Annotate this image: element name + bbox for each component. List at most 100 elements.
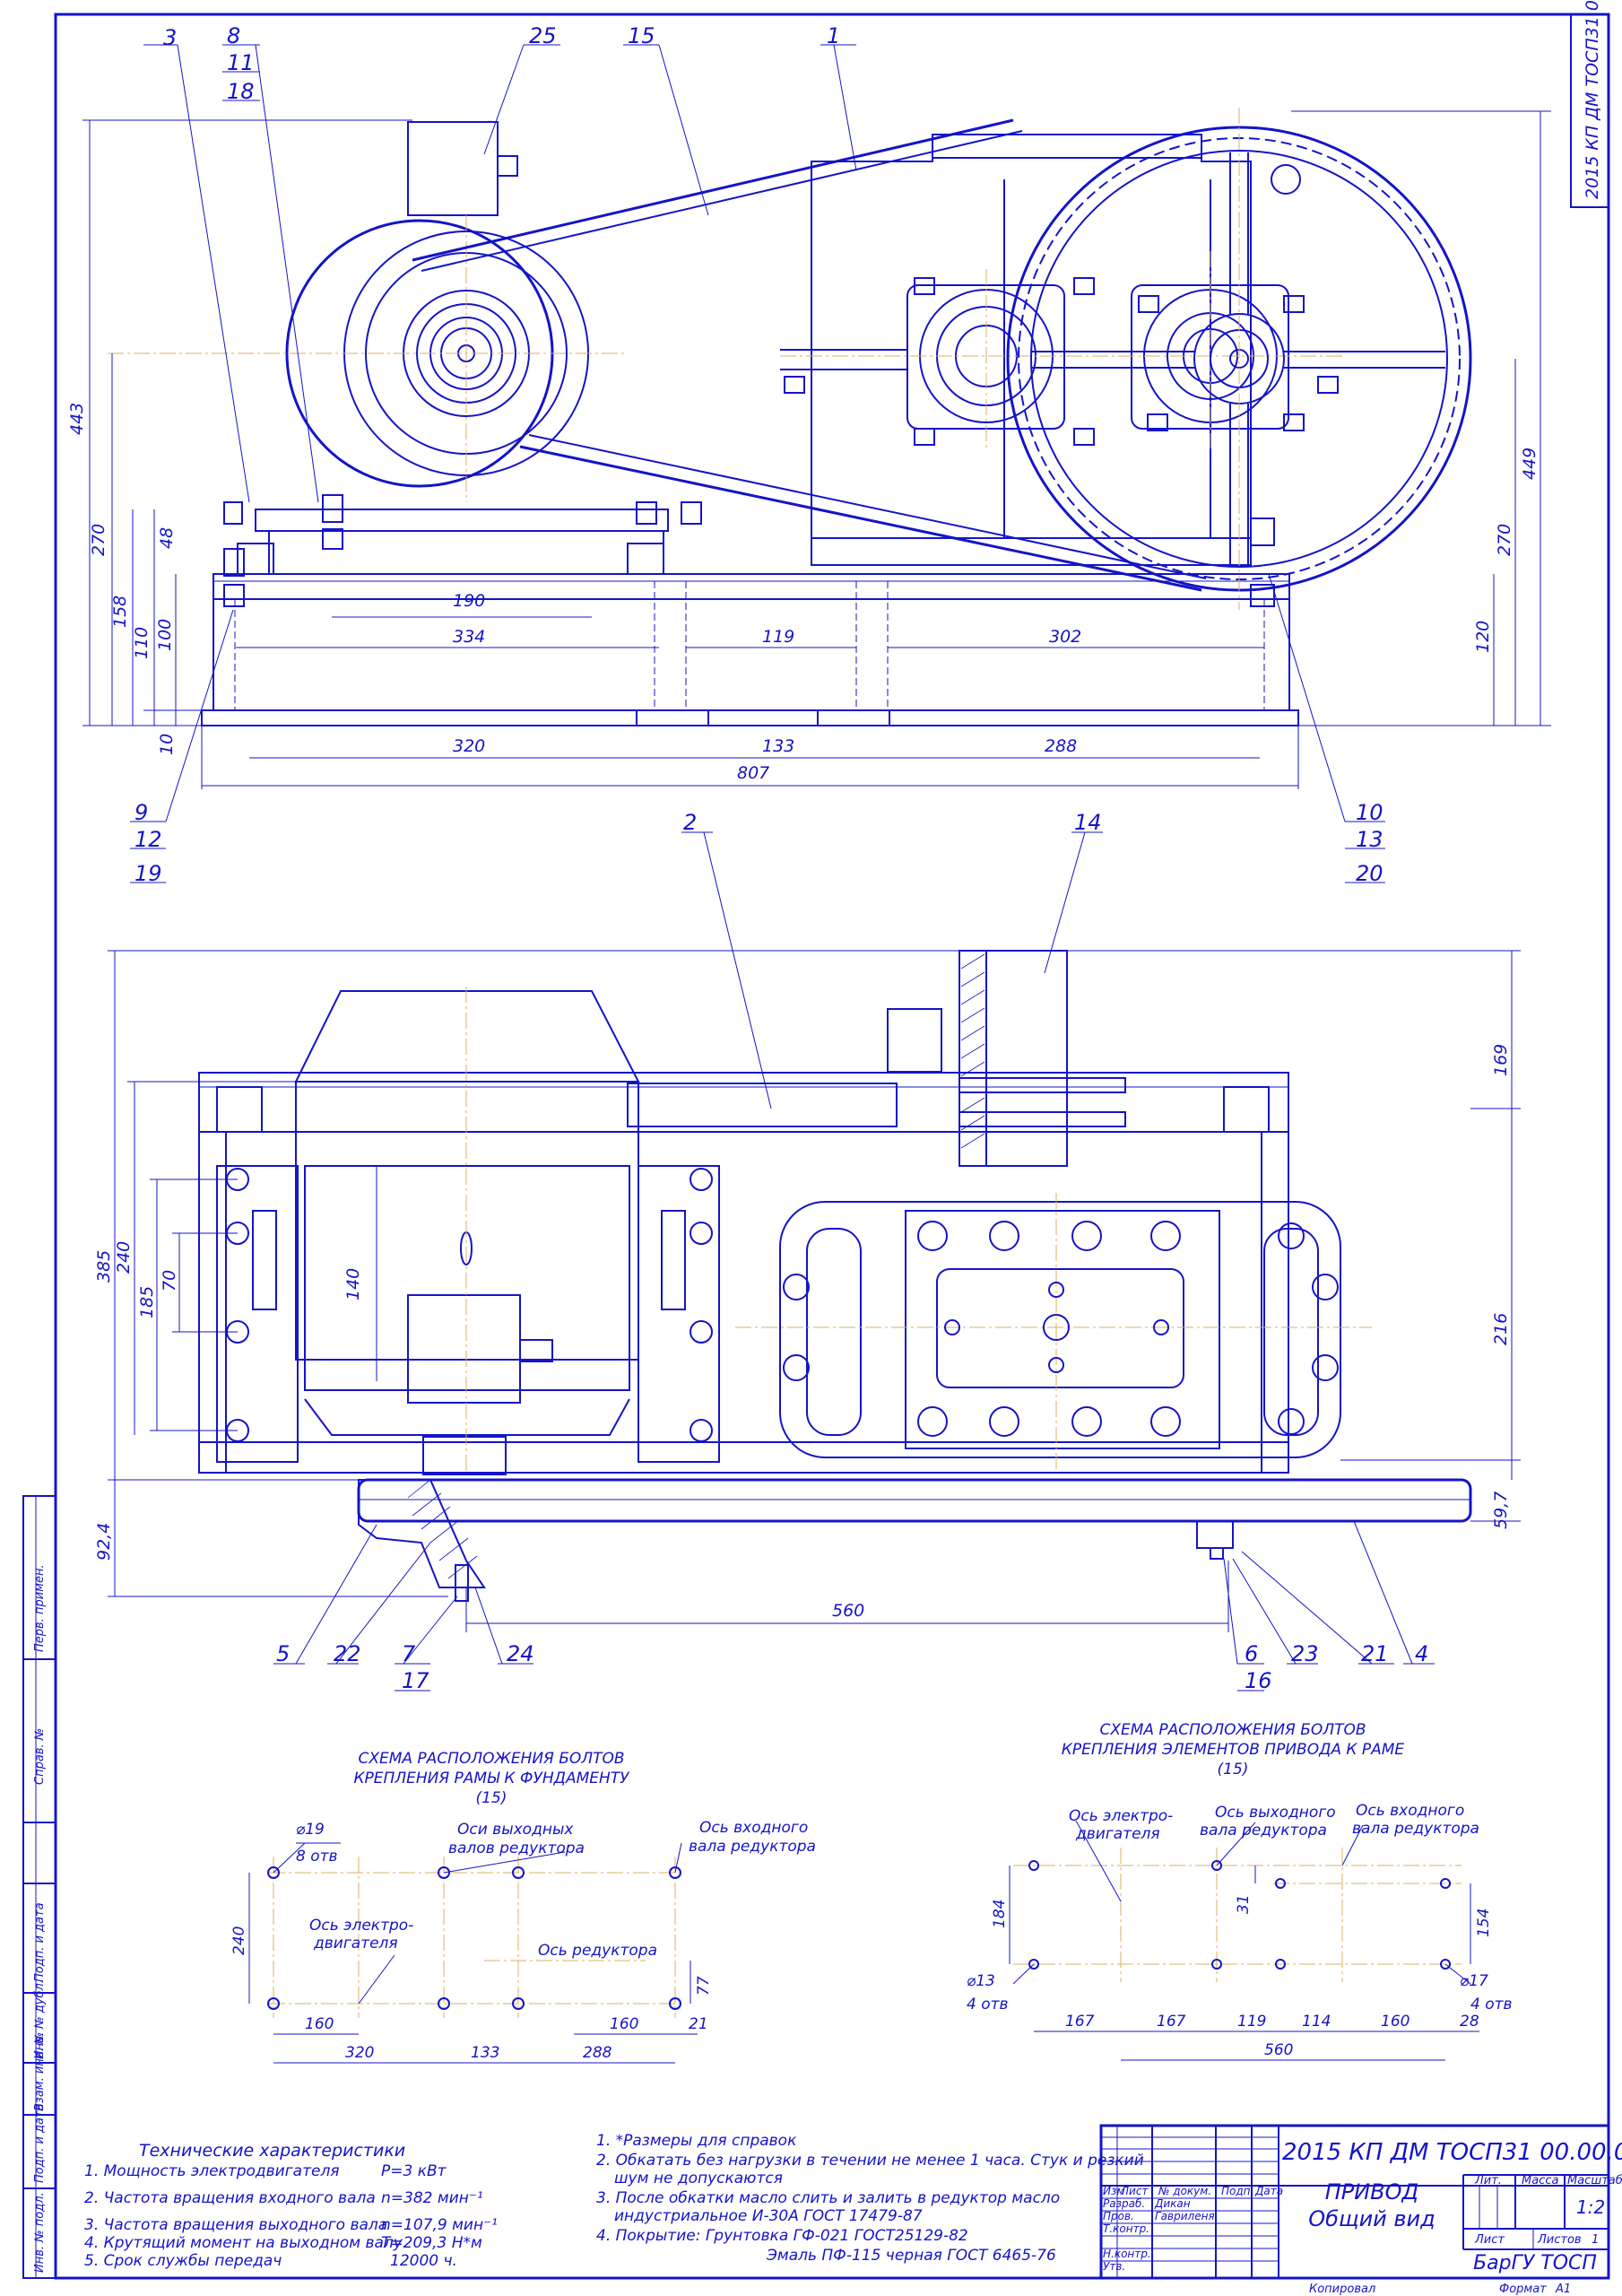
scheme2-d2: 31	[1235, 1894, 1253, 1914]
scheme1-title-2: КРЕПЛЕНИЯ РАМЫ К ФУНДАМЕНТУ	[353, 1770, 630, 1787]
note-7: Эмаль ПФ-115 черная ГОСТ 6465-76	[766, 2247, 1056, 2265]
callout-14: 14	[1074, 810, 1102, 835]
scheme1-l2: 8 отв	[296, 1848, 338, 1866]
scheme2-title-3: (15)	[1218, 1761, 1249, 1779]
callout-25: 25	[529, 23, 557, 48]
scheme1-d1: 240	[230, 1926, 248, 1955]
plan-view: 2 14 5 22 7 17 24 6 16 23 21 4 385 240 1…	[94, 810, 1521, 1693]
callout-21: 21	[1361, 1641, 1389, 1666]
dim-216: 216	[1491, 1313, 1511, 1345]
tech-row-1-value: P=3 кВт	[381, 2162, 447, 2180]
stamp-role-5: Н.контр.	[1103, 2248, 1151, 2260]
strip-1: Перв. примен.	[33, 1564, 47, 1652]
dim-443: 443	[67, 403, 87, 435]
belt-lower	[519, 445, 1202, 592]
callout-5: 5	[276, 1641, 290, 1666]
note-1: 1. *Размеры для справок	[596, 2132, 797, 2150]
dim-385: 385	[94, 1250, 114, 1283]
strip-5: Взам. инв. №	[33, 2032, 47, 2111]
dim-100: 100	[155, 619, 175, 651]
scheme2-l1: Ось электро-	[1069, 1807, 1173, 1825]
scheme2-d9: 28	[1460, 2013, 1479, 2031]
callout-19: 19	[134, 861, 162, 886]
motor-top	[294, 990, 640, 1083]
dim-119: 119	[762, 627, 794, 647]
callout-16: 16	[1245, 1668, 1272, 1693]
dim-807: 807	[737, 763, 769, 783]
tech-characteristics: Технические характеристики 1. Мощность э…	[84, 2141, 498, 2270]
scheme1-l8: двигателя	[313, 1935, 398, 1952]
stamp-role-2: Пров.	[1103, 2210, 1134, 2222]
dim-140: 140	[343, 1268, 363, 1300]
tech-row-2-label: 2. Частота вращения входного вала	[84, 2189, 376, 2207]
scheme1-l5: Ось входного	[699, 1819, 808, 1837]
scheme1-l6: вала редуктора	[689, 1838, 816, 1856]
scheme2-d6: 119	[1237, 2013, 1266, 2031]
scheme2-d7: 114	[1302, 2013, 1331, 2031]
motor-slide-plate	[255, 509, 669, 532]
notes: 1. *Размеры для справок 2. Обкатать без …	[596, 2132, 1144, 2265]
scheme1-l7: Ось электро-	[309, 1917, 413, 1935]
stamp-title-1: ПРИВОД	[1325, 2179, 1419, 2205]
scheme1-l4: валов редуктора	[448, 1839, 585, 1857]
stamp-format-label: Формат	[1499, 2283, 1547, 2296]
stamp-col-scale: Масштаб	[1567, 2174, 1622, 2187]
scheme2-l4: вала редуктора	[1200, 1822, 1327, 1839]
callout-20: 20	[1356, 861, 1383, 886]
dim-334: 334	[453, 627, 485, 647]
base-plate	[201, 709, 1299, 726]
scheme2-d3: 154	[1475, 1909, 1493, 1937]
tech-row-5-label: 5. Срок службы передач	[84, 2252, 282, 2270]
dim-270-right: 270	[1495, 524, 1514, 556]
scheme2-d10: 560	[1264, 2041, 1293, 2059]
callout-17: 17	[402, 1668, 429, 1693]
callout-13: 13	[1356, 827, 1383, 852]
motor-terminal-box	[407, 121, 499, 216]
callout-12: 12	[134, 827, 162, 852]
front-view: 3 8 11 18 25 15 1 9 12 19 10 13 20 443 2…	[67, 23, 1551, 886]
front-bolts	[223, 277, 1339, 607]
frame-beam	[213, 573, 1290, 711]
stamp-doc-code: 2015 КП ДМ ТОСП31 00.00.000 ВО	[1282, 2139, 1622, 2166]
dim-48: 48	[157, 527, 177, 549]
scheme1-l1: ⌀19	[296, 1821, 325, 1839]
scheme2-d1: 184	[991, 1900, 1009, 1928]
dim-560: 560	[832, 1601, 864, 1621]
dim-133: 133	[762, 736, 794, 756]
callout-9: 9	[134, 800, 148, 825]
scheme1-d8: 77	[695, 1976, 713, 1996]
callout-4: 4	[1415, 1641, 1428, 1666]
callout-8: 8	[227, 23, 240, 48]
tech-row-3-label: 3. Частота вращения выходного вала	[84, 2216, 387, 2234]
note-5: индустриальное И-30А ГОСТ 17479-87	[614, 2207, 923, 2225]
scheme2-l2: двигателя	[1075, 1825, 1160, 1843]
dim-270-left: 270	[89, 524, 108, 556]
scheme1-l9: Ось редуктора	[538, 1942, 657, 1960]
stamp-org: БарГУ ТОСП	[1473, 2252, 1597, 2274]
dim-169: 169	[1491, 1044, 1511, 1076]
stamp-role-6: Утв.	[1103, 2260, 1125, 2273]
callout-22: 22	[334, 1641, 361, 1666]
stamp-sheet-label: Лист	[1474, 2233, 1505, 2247]
scheme2-l5: Ось входного	[1356, 1802, 1464, 1820]
callout-2: 2	[683, 810, 697, 835]
title-block: 2015 КП ДМ ТОСП31 00.00.000 ВО ПРИВОД Об…	[1099, 2124, 1622, 2296]
callout-23: 23	[1291, 1641, 1319, 1666]
callout-7: 7	[402, 1641, 416, 1666]
dim-110: 110	[132, 627, 152, 659]
note-4: 3. После обкатки масло слить и залить в …	[596, 2189, 1060, 2207]
stamp-role-3: Т.контр.	[1103, 2222, 1149, 2235]
scheme1-d5: 288	[583, 2044, 612, 2062]
side-code-box	[1570, 13, 1609, 208]
scheme2-l7: ⌀13	[967, 1972, 995, 1990]
sheet-frame	[54, 13, 1610, 2280]
callout-1: 1	[827, 23, 840, 48]
scheme2-d4: 167	[1065, 2013, 1095, 2031]
callout-10: 10	[1356, 800, 1383, 825]
dim-120: 120	[1473, 621, 1493, 653]
scheme1-d2: 160	[305, 2015, 334, 2033]
scheme1-title-1: СХЕМА РАСПОЛОЖЕНИЯ БОЛТОВ	[358, 1750, 624, 1768]
scheme1-d7: 21	[689, 2015, 708, 2033]
dim-190: 190	[453, 591, 485, 611]
